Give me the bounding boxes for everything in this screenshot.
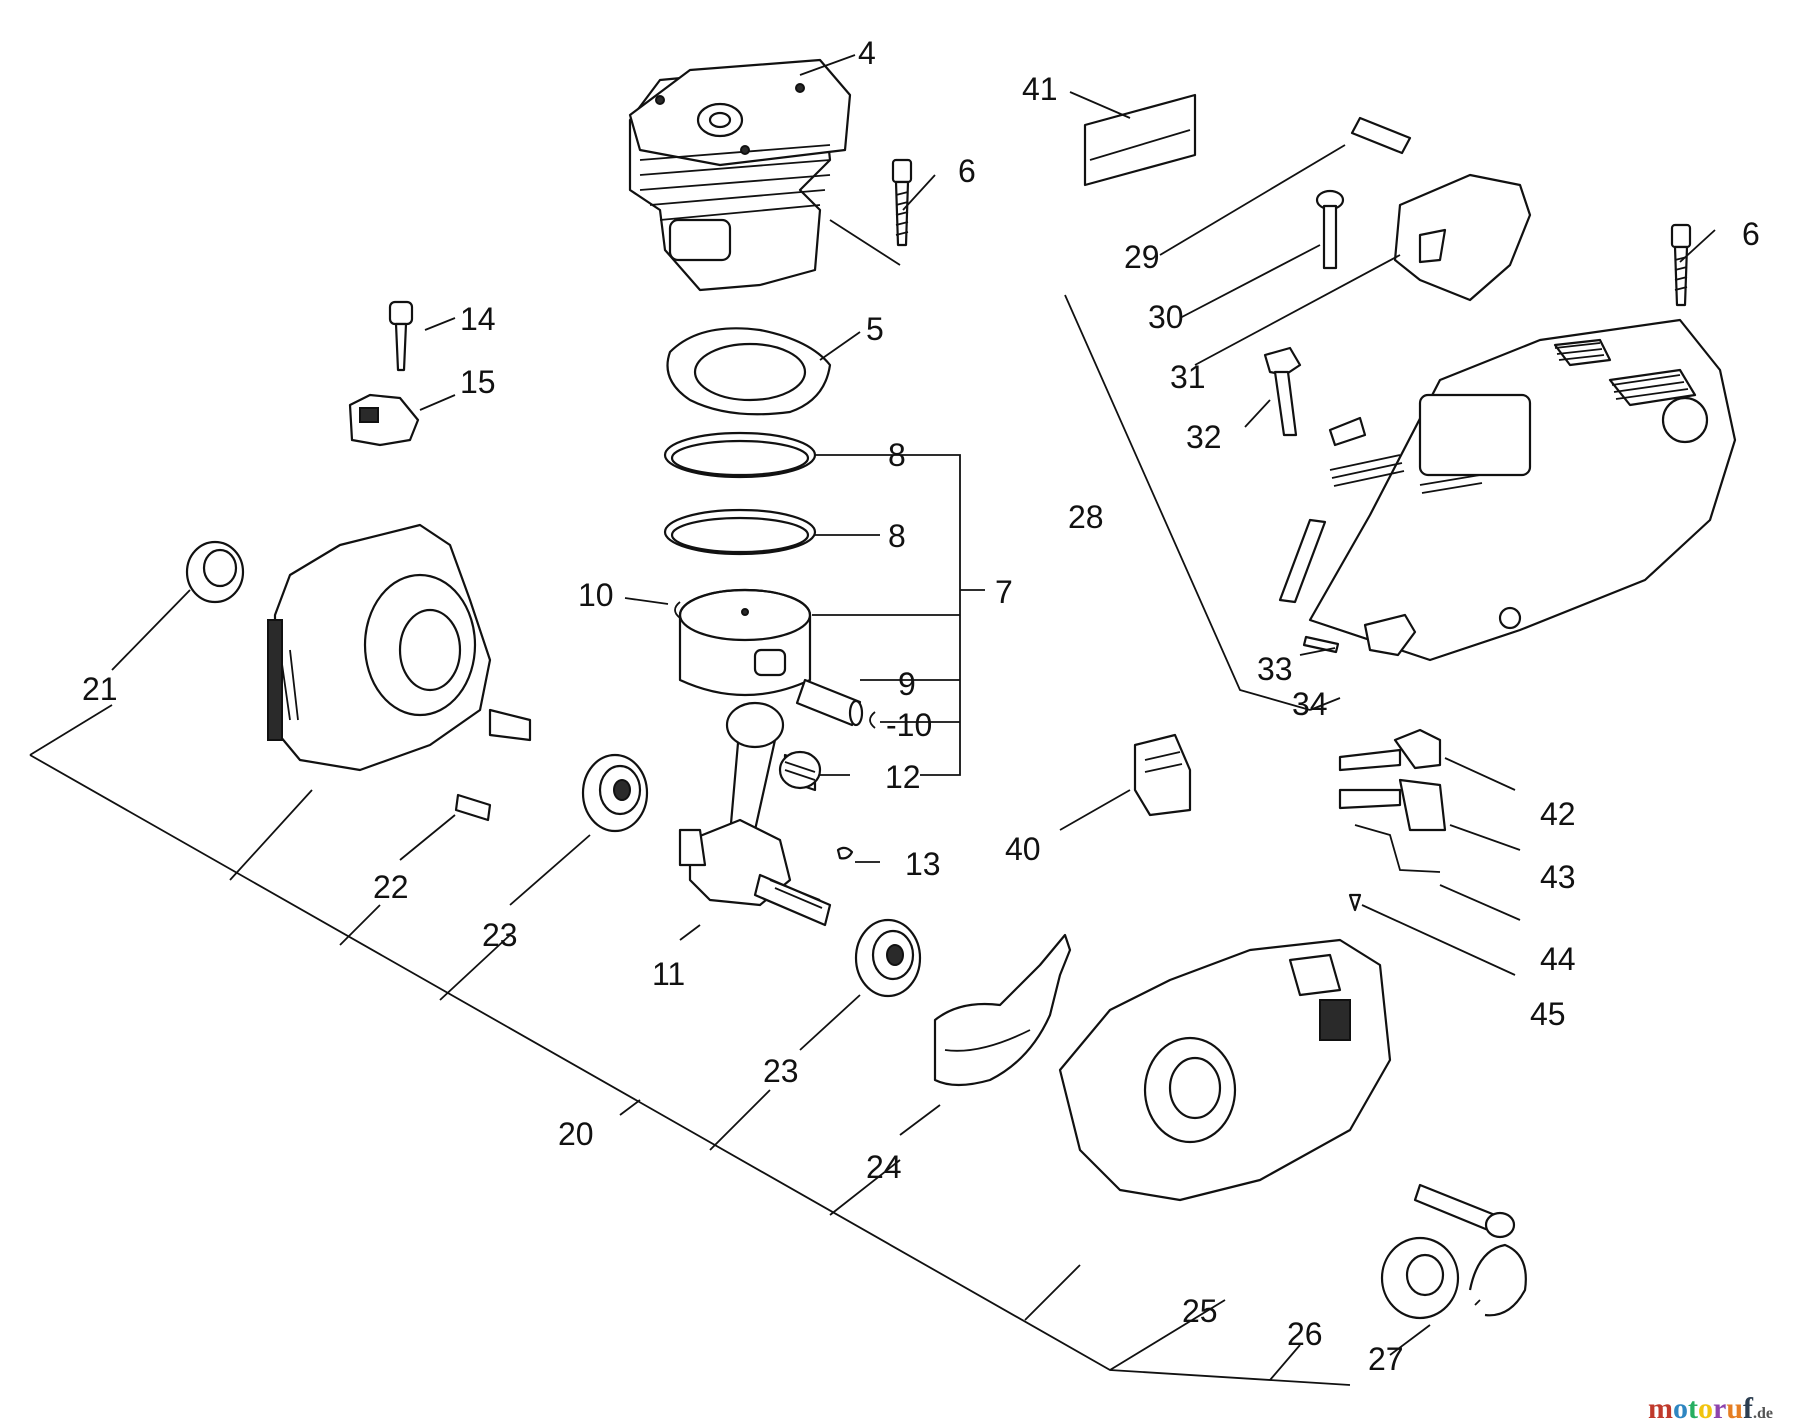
pin-cap-part xyxy=(1263,346,1302,437)
crankcase-gasket-part xyxy=(933,933,1072,1087)
callout-8-bottom: 8 xyxy=(888,518,906,554)
callout-43: 43 xyxy=(1540,859,1576,895)
watermark-letter: m xyxy=(1648,1392,1673,1425)
callout-32: 32 xyxy=(1186,419,1222,455)
callout-13: 13 xyxy=(905,846,941,882)
watermark-letter: o xyxy=(1673,1392,1688,1425)
callout-5: 5 xyxy=(866,311,884,347)
pin-part xyxy=(1350,116,1412,155)
spring-part xyxy=(1348,893,1362,912)
callout-25: 25 xyxy=(1182,1293,1218,1329)
crankcase-left-part xyxy=(267,523,532,772)
callout-44: 44 xyxy=(1540,941,1576,977)
callout-6-left: 6 xyxy=(958,153,976,189)
wire-part xyxy=(1354,824,1441,873)
key-part xyxy=(836,846,854,860)
callout-9: 9 xyxy=(898,666,916,702)
bracket-part-42 xyxy=(1338,728,1442,772)
callout-27: 27 xyxy=(1368,1341,1404,1377)
callout-11: 11 xyxy=(652,956,685,992)
callout-20: 20 xyxy=(558,1116,594,1152)
callout-22: 22 xyxy=(373,869,409,905)
callout-10-left: 10 xyxy=(578,577,614,613)
bearing-part-b xyxy=(854,918,922,998)
callout-8-top: 8 xyxy=(888,437,906,473)
callout-28: 28 xyxy=(1068,499,1104,535)
callout-41: 41 xyxy=(1022,71,1058,107)
callout-15: 15 xyxy=(460,364,496,400)
callout-31: 31 xyxy=(1170,359,1206,395)
callout-24: 24 xyxy=(866,1149,902,1185)
seal-part xyxy=(185,540,245,604)
dowel-part xyxy=(454,793,492,822)
leader-lines xyxy=(29,54,1716,1386)
decal-part xyxy=(1083,93,1197,187)
seal-part-right xyxy=(1380,1236,1460,1320)
callout-4: 4 xyxy=(858,35,876,71)
callout-6-right: 6 xyxy=(1742,216,1760,252)
latch-part xyxy=(1363,613,1417,657)
screw-part-left xyxy=(891,158,913,247)
gasket-part xyxy=(666,327,832,416)
small-pin-part xyxy=(1302,635,1340,654)
watermark-letter: u xyxy=(1726,1392,1743,1425)
callout-23-right: 23 xyxy=(763,1053,799,1089)
needle-bearing-part xyxy=(778,750,822,792)
bracket-part-43 xyxy=(1338,778,1447,832)
watermark-letter: f xyxy=(1743,1392,1754,1425)
callout-12: 12 xyxy=(885,759,921,795)
clip-part xyxy=(348,393,420,447)
crankcase-bolt-part xyxy=(1413,1183,1516,1239)
piston-ring-part-bottom xyxy=(663,508,817,556)
callout-29: 29 xyxy=(1124,239,1160,275)
cylinder-part xyxy=(628,58,852,292)
cover-bracket-part xyxy=(1393,173,1532,302)
callout-23-left: 23 xyxy=(482,917,518,953)
circlip-part-a xyxy=(674,601,681,619)
watermark-brand: motoruf xyxy=(1648,1392,1754,1425)
callout-42: 42 xyxy=(1540,796,1576,832)
callout-10-right: -10 xyxy=(886,707,932,743)
circlip-part-right xyxy=(1468,1243,1527,1317)
crankshaft-part xyxy=(678,701,832,927)
callout-45: 45 xyxy=(1530,996,1566,1032)
watermark-letter: o xyxy=(1698,1392,1713,1425)
screw-part-right xyxy=(1670,223,1692,307)
callout-34: 34 xyxy=(1292,686,1328,722)
top-cover-part xyxy=(1278,318,1737,662)
watermark-letter: r xyxy=(1713,1392,1726,1425)
bolt-part xyxy=(1315,189,1345,270)
small-screw-part xyxy=(388,300,414,372)
callout-14: 14 xyxy=(460,301,496,337)
bearing-part-a xyxy=(581,753,649,833)
circlip-part-b xyxy=(869,711,876,729)
piston-pin-part xyxy=(795,678,864,727)
callout-21: 21 xyxy=(82,671,118,707)
callout-30: 30 xyxy=(1148,299,1184,335)
watermark-logo: motoruf.de xyxy=(1648,1392,1773,1425)
callout-labels: 4 41 6 6 29 14 15 5 30 31 32 28 8 8 7 10… xyxy=(82,35,1760,1377)
filter-part xyxy=(1133,733,1192,817)
watermark-text: motoruf.de xyxy=(1648,1392,1773,1425)
piston-ring-part-top xyxy=(663,431,817,479)
watermark-suffix: .de xyxy=(1753,1405,1773,1422)
callout-40: 40 xyxy=(1005,831,1041,867)
callout-26: 26 xyxy=(1287,1316,1323,1352)
crankcase-right-part xyxy=(1058,938,1392,1202)
watermark-letter: t xyxy=(1688,1392,1698,1425)
callout-33: 33 xyxy=(1257,651,1293,687)
callout-7: 7 xyxy=(995,574,1013,610)
piston-part xyxy=(678,588,812,697)
